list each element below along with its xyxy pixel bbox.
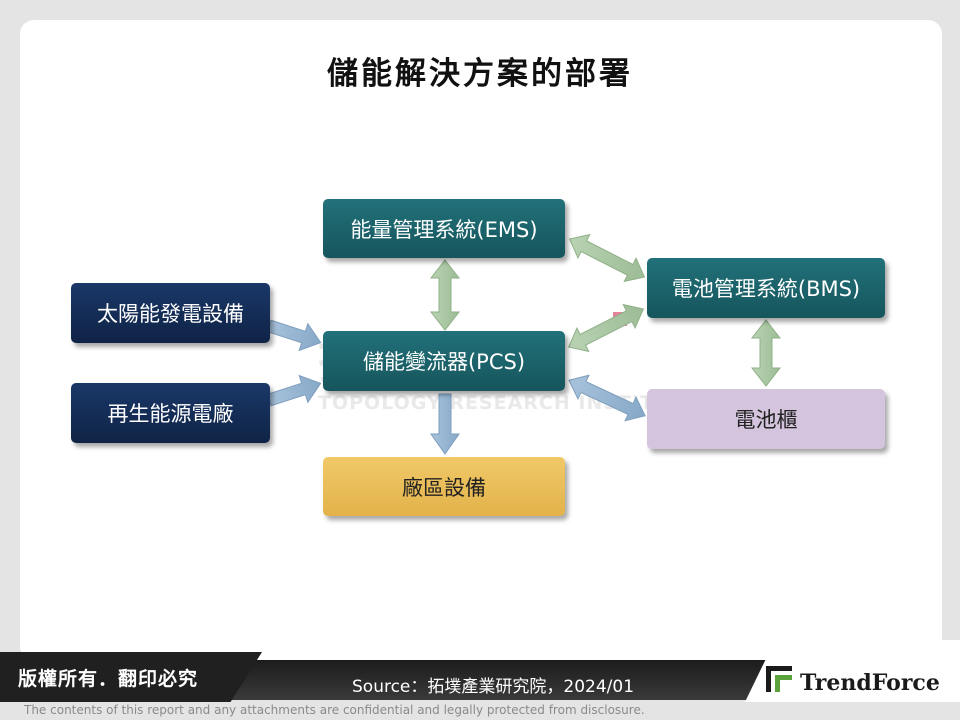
copyright-notice: 版權所有．翻印必究	[0, 652, 262, 702]
node-bms: 電池管理系統(BMS)	[647, 258, 885, 318]
confidentiality-disclaimer: The contents of this report and any atta…	[24, 703, 645, 717]
arrow-pcs-battery	[568, 374, 646, 422]
node-factory-equipment: 廠區設備	[323, 457, 565, 516]
arrow-pcs-factory	[430, 393, 460, 455]
brand-logo-text: TrendForce	[800, 670, 940, 696]
arrow-renewable-pcs	[266, 374, 322, 407]
node-pcs: 儲能變流器(PCS)	[323, 331, 565, 391]
node-battery-cabinet: 電池櫃	[647, 389, 885, 449]
source-caption: Source：拓墣產業研究院，2024/01	[352, 677, 635, 697]
trendforce-logo-icon	[766, 666, 792, 692]
node-ems: 能量管理系統(EMS)	[323, 199, 565, 258]
arrow-bms-battery	[750, 319, 782, 387]
arrow-ems-bms	[568, 233, 646, 283]
page-title: 儲能解決方案的部署	[327, 56, 633, 92]
node-renewable-plant: 再生能源電廠	[71, 383, 270, 443]
arrow-bms-pcs	[567, 303, 645, 353]
node-solar-generation: 太陽能發電設備	[71, 283, 270, 343]
arrow-ems-pcs	[429, 259, 461, 331]
arrow-solar-pcs	[266, 319, 322, 352]
